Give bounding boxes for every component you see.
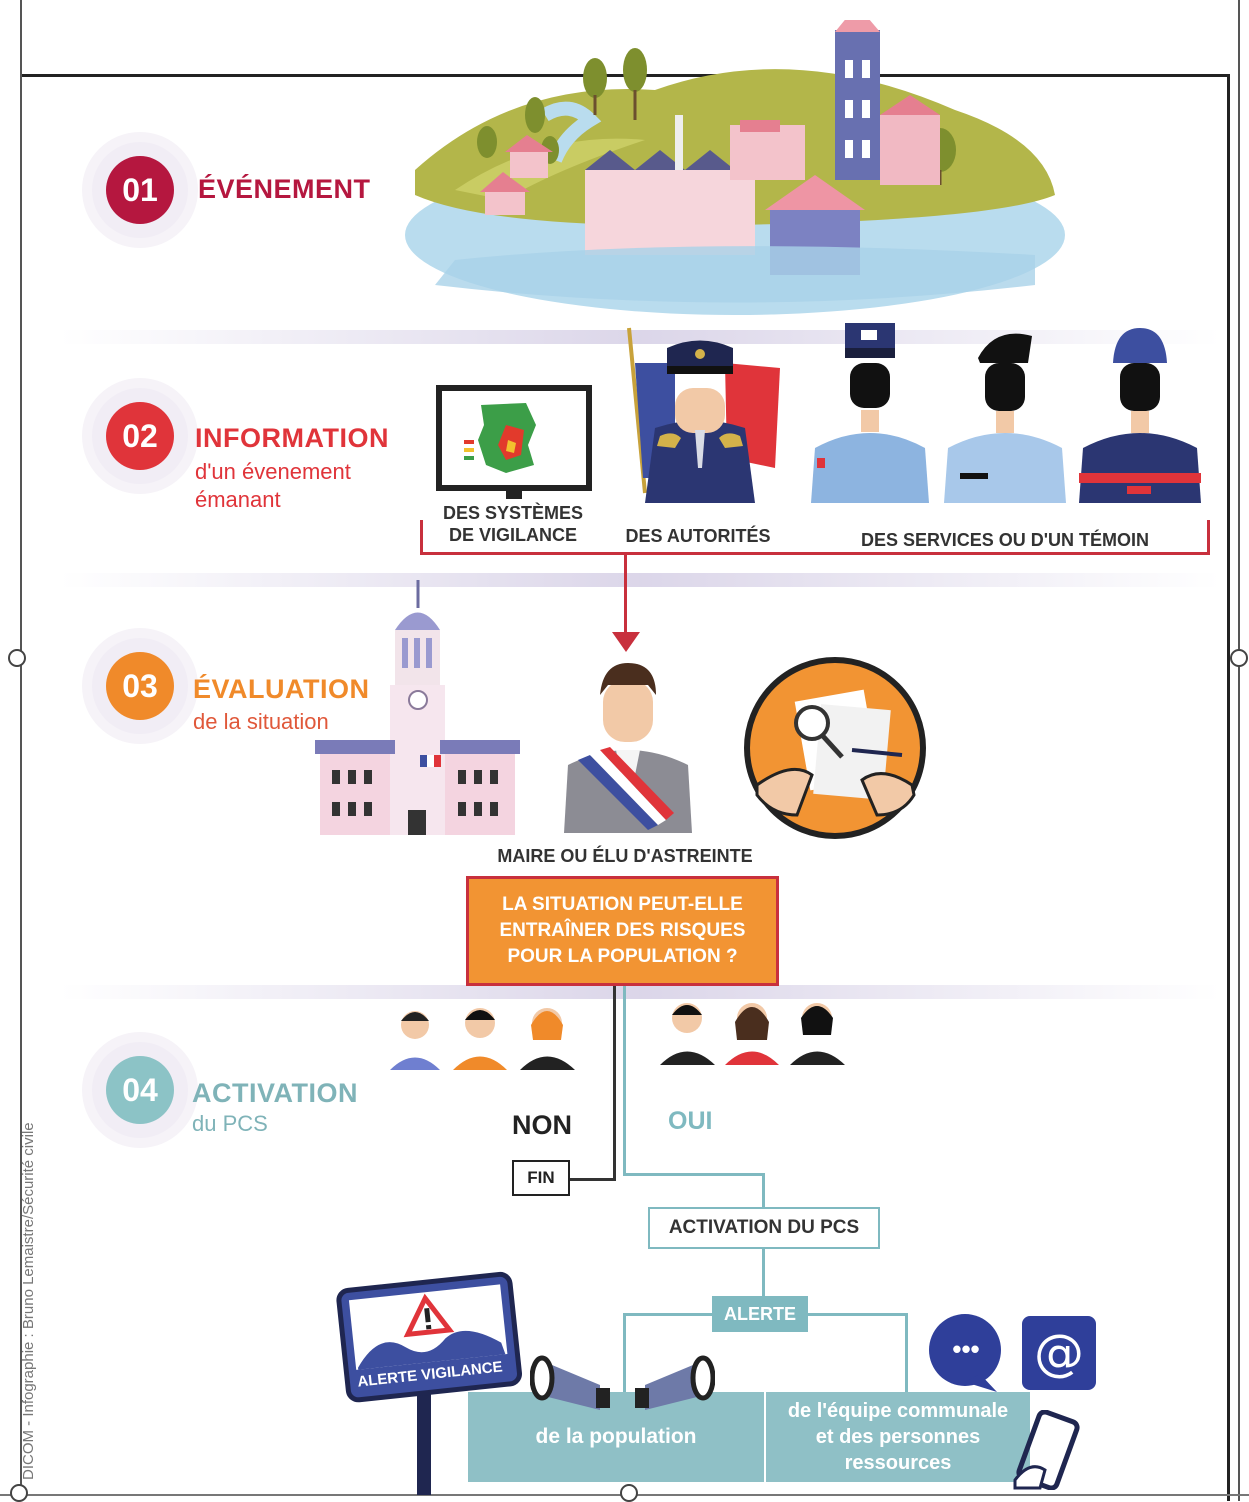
end-box: FIN (512, 1160, 570, 1196)
megaphone-icon (530, 1355, 610, 1410)
alert-to-population (623, 1313, 626, 1393)
prefect-icon (627, 327, 780, 503)
firefighter-icon (1079, 328, 1201, 503)
sources-bracket-bottom (420, 552, 1210, 555)
document-review-icon (744, 657, 926, 839)
flow-arrow-to-mayor (624, 552, 627, 634)
source-authorities-caption: DES AUTORITÉS (625, 526, 771, 546)
flooded-town-illustration (405, 20, 1065, 315)
town-hall-icon (315, 580, 520, 835)
source-vigilance-caption: DES SYSTÈMES DE VIGILANCE (442, 503, 584, 545)
step-1-number: 01 (106, 156, 174, 224)
alert-target-team: de l'équipe communale et des personnes r… (766, 1392, 1030, 1482)
step-2-subtitle: d'un évenement émanant (195, 459, 351, 512)
frame-left-edge (20, 0, 22, 1501)
warning-sign-icon (336, 1271, 523, 1495)
step-4-number: 04 (106, 1056, 174, 1124)
yes-branch-horizontal (623, 1173, 765, 1176)
alert-to-team (905, 1313, 908, 1393)
step-3-title: ÉVALUATION (193, 674, 370, 704)
step-3-badge: 03 (92, 638, 188, 734)
alert-box: ALERTE (712, 1296, 808, 1332)
source-services-caption: DES SERVICES OU D'UN TÉMOIN (861, 530, 1149, 550)
step-2-title: INFORMATION (195, 423, 389, 453)
alert-target-population: de la population (468, 1392, 764, 1482)
separator-band (60, 985, 1220, 999)
no-branch-line (613, 986, 616, 1181)
activation-pcs-label: ACTIVATION DU PCS (668, 1217, 860, 1238)
yes-branch-line (623, 986, 626, 1176)
people-group-yes-icon (660, 1003, 845, 1065)
resize-handle-bottom[interactable] (620, 1484, 638, 1502)
risk-question-text: LA SITUATION PEUT-ELLE ENTRAÎNER DES RIS… (499, 894, 746, 967)
yes-branch-to-activation (762, 1173, 765, 1208)
activation-pcs-box: ACTIVATION DU PCS (648, 1207, 880, 1249)
no-label: NON (512, 1110, 572, 1140)
mayor-icon (564, 663, 692, 833)
sources-bracket-right (1207, 520, 1210, 555)
step-4-badge: 04 (92, 1042, 188, 1138)
megaphone-icon (635, 1355, 715, 1410)
phone-icon (1013, 1410, 1080, 1490)
resize-handle-bottom-left[interactable] (10, 1484, 28, 1502)
step-4-subtitle: du PCS (192, 1111, 268, 1136)
alert-target-team-label: de l'équipe communale et des personnes r… (787, 1400, 1009, 1474)
police-icon (811, 323, 929, 503)
step-2-number: 02 (106, 402, 174, 470)
frame-right-border (1227, 74, 1230, 1501)
resize-handle-right[interactable] (1230, 649, 1248, 667)
step-3-number: 03 (106, 652, 174, 720)
mayor-caption: MAIRE OU ÉLU D'ASTREINTE (497, 846, 753, 866)
monitor-map-icon (436, 385, 592, 499)
email-glyph: @ (1034, 1324, 1084, 1382)
gendarme-icon (944, 333, 1066, 503)
resize-handle-left[interactable] (8, 649, 26, 667)
yes-label: OUI (668, 1107, 713, 1135)
end-label: FIN (527, 1168, 555, 1187)
step-1-title: ÉVÉNEMENT (198, 174, 371, 204)
step-3-subtitle: de la situation (193, 709, 329, 734)
sources-bracket-left (420, 520, 423, 555)
alert-target-population-label: de la population (535, 1425, 697, 1448)
risk-question-box: LA SITUATION PEUT-ELLE ENTRAÎNER DES RIS… (466, 876, 779, 986)
chat-icon (929, 1314, 1001, 1392)
step-2-badge: 02 (92, 388, 188, 484)
credit-text: DICOM - Infographie : Bruno Lemaistre/Sé… (20, 1122, 37, 1480)
no-branch-to-end (570, 1178, 616, 1181)
email-icon: @ (1022, 1316, 1096, 1390)
separator-band (60, 573, 1220, 587)
alert-label: ALERTE (724, 1303, 796, 1324)
frame-right-edge (1238, 0, 1240, 1501)
separator-band (60, 330, 1220, 344)
chat-glyph: ••• (952, 1334, 980, 1364)
step-4-title: ACTIVATION (192, 1078, 358, 1108)
step-1-badge: 01 (92, 142, 188, 238)
people-group-no-icon (390, 1008, 575, 1070)
activation-to-alert (762, 1248, 765, 1296)
arrow-down-icon (612, 632, 640, 652)
